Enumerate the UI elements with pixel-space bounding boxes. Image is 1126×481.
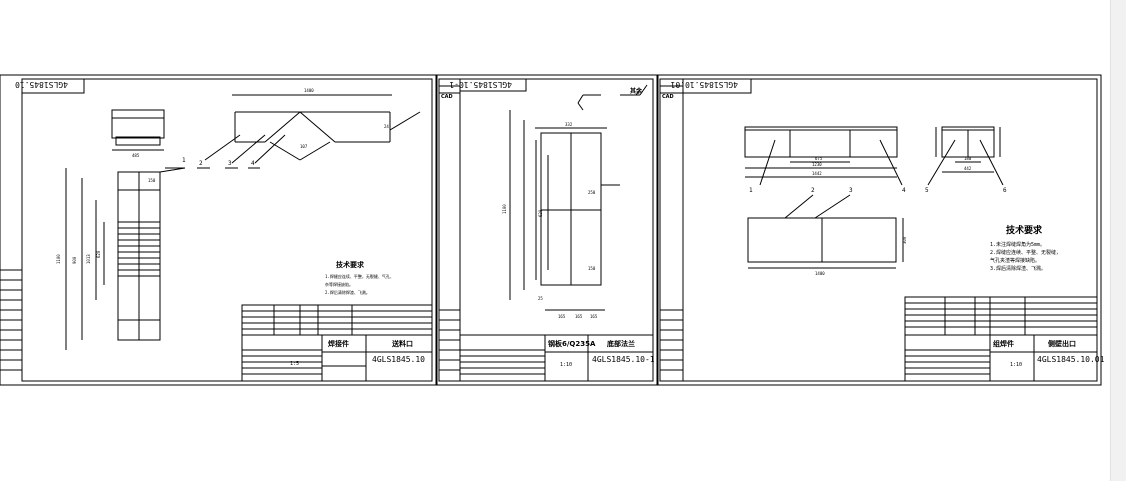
sheet-right-text: 4GLS1845.10.01 CAD 技术要求 1.未注焊缝焊角为5mm。 2.… (662, 80, 1105, 368)
left-balloon-3: 3 (228, 160, 232, 167)
mid-dim-3: 620 (538, 209, 543, 217)
left-dim-3: 150 (148, 178, 156, 183)
right-tech-line-2: 2.焊缝应连续、平整、无裂缝， (990, 249, 1061, 256)
right-balloon-1: 1 (749, 187, 753, 194)
right-balloon-5: 5 (925, 187, 929, 194)
right-dim-1: 1230 (812, 162, 822, 167)
right-doc-number: 4GLS1845.10.01 (1037, 355, 1105, 364)
mid-rotated-docno: 4GLS1845.10-1 (449, 80, 512, 89)
mid-dim-2: 250 (588, 190, 596, 195)
right-title-label: 组焊件 (993, 339, 1014, 348)
mid-dim-8: 165 (575, 314, 583, 319)
left-balloon-1: 1 (182, 157, 186, 164)
left-scale: 1:5 (290, 361, 299, 367)
left-tech-line-2: 杂等焊接缺陷。 (325, 281, 353, 287)
left-dim-8: 24 (384, 124, 389, 129)
left-part-name: 送料口 (391, 339, 413, 348)
sheet-middle-text: 4GLS1845.10-1 CAD 其余 钢板6/Q235A 底部法兰 4GLS… (441, 80, 655, 368)
left-dim-4: 1100 (56, 254, 61, 264)
right-dim-6: 442 (964, 166, 972, 171)
left-balloon-2: 2 (199, 160, 203, 167)
mid-dim-6: 25 (538, 296, 543, 301)
mid-dim-1: 332 (565, 122, 573, 127)
left-dim-9: 107 (300, 144, 308, 149)
left-dim-1: 1400 (304, 88, 314, 93)
mid-doc-number: 4GLS1845.10-1 (592, 355, 655, 364)
right-balloon-4: 4 (902, 187, 906, 194)
right-dim-7: 300 (902, 236, 907, 244)
sheet-left (0, 74, 437, 386)
left-dim-6: 1013 (86, 254, 91, 264)
right-part-name: 侧壁出口 (1048, 339, 1076, 348)
left-title-label: 焊接件 (328, 339, 349, 348)
left-balloon-4: 4 (251, 160, 255, 167)
right-balloon-6: 6 (1003, 187, 1007, 194)
right-tech-line-3: 气孔夹渣等焊接缺陷。 (990, 257, 1040, 264)
mid-dim-5: 150 (588, 266, 596, 271)
right-cad-label: CAD (662, 94, 674, 100)
right-dim-5: 180 (964, 156, 972, 161)
left-tech-line-1: 1.焊缝应连续、平整，无裂缝、气孔、 (325, 273, 394, 279)
mid-material: 钢板6/Q235A (548, 339, 596, 348)
mid-dim-9: 165 (590, 314, 598, 319)
mid-dim-7: 165 (558, 314, 566, 319)
right-tech-line-1: 1.未注焊缝焊角为5mm。 (990, 241, 1045, 248)
right-dim-3: 675 (815, 156, 823, 161)
mid-dim-4: 1100 (502, 204, 507, 214)
right-dim-4: 1400 (815, 271, 825, 276)
left-tech-title: 技术要求 (336, 260, 365, 269)
left-doc-number: 4GLS1845.10 (372, 355, 425, 364)
left-tech-line-3: 2.焊后清除焊渣、飞溅。 (325, 289, 370, 295)
mid-cad-label: CAD (441, 94, 453, 100)
mid-part-name: 底部法兰 (607, 339, 635, 348)
right-tech-line-4: 3.焊后清除焊渣、飞溅。 (990, 265, 1046, 272)
left-dim-7: 620 (96, 250, 101, 258)
sheet-left-text: 4GLS1845.10 技术要求 1.焊缝应连续、平整，无裂缝、气孔、 杂等焊接… (15, 80, 425, 367)
right-dim-2: 1442 (812, 171, 822, 176)
sheet-middle (436, 74, 658, 386)
left-dim-2: 485 (132, 153, 140, 158)
left-dim-5: 900 (72, 256, 77, 264)
vertical-scrollbar[interactable] (1110, 0, 1126, 481)
right-balloon-3: 3 (849, 187, 853, 194)
right-tech-title: 技术要求 (1006, 224, 1043, 236)
right-balloon-2: 2 (811, 187, 815, 194)
mid-roughness: 其余 (630, 87, 643, 95)
right-rotated-docno: 4GLS1845.10.01 (670, 80, 738, 89)
sheet-right (657, 74, 1102, 386)
mid-scale: 1:10 (560, 362, 572, 368)
right-scale: 1:10 (1010, 362, 1022, 368)
left-rotated-docno: 4GLS1845.10 (15, 80, 68, 89)
